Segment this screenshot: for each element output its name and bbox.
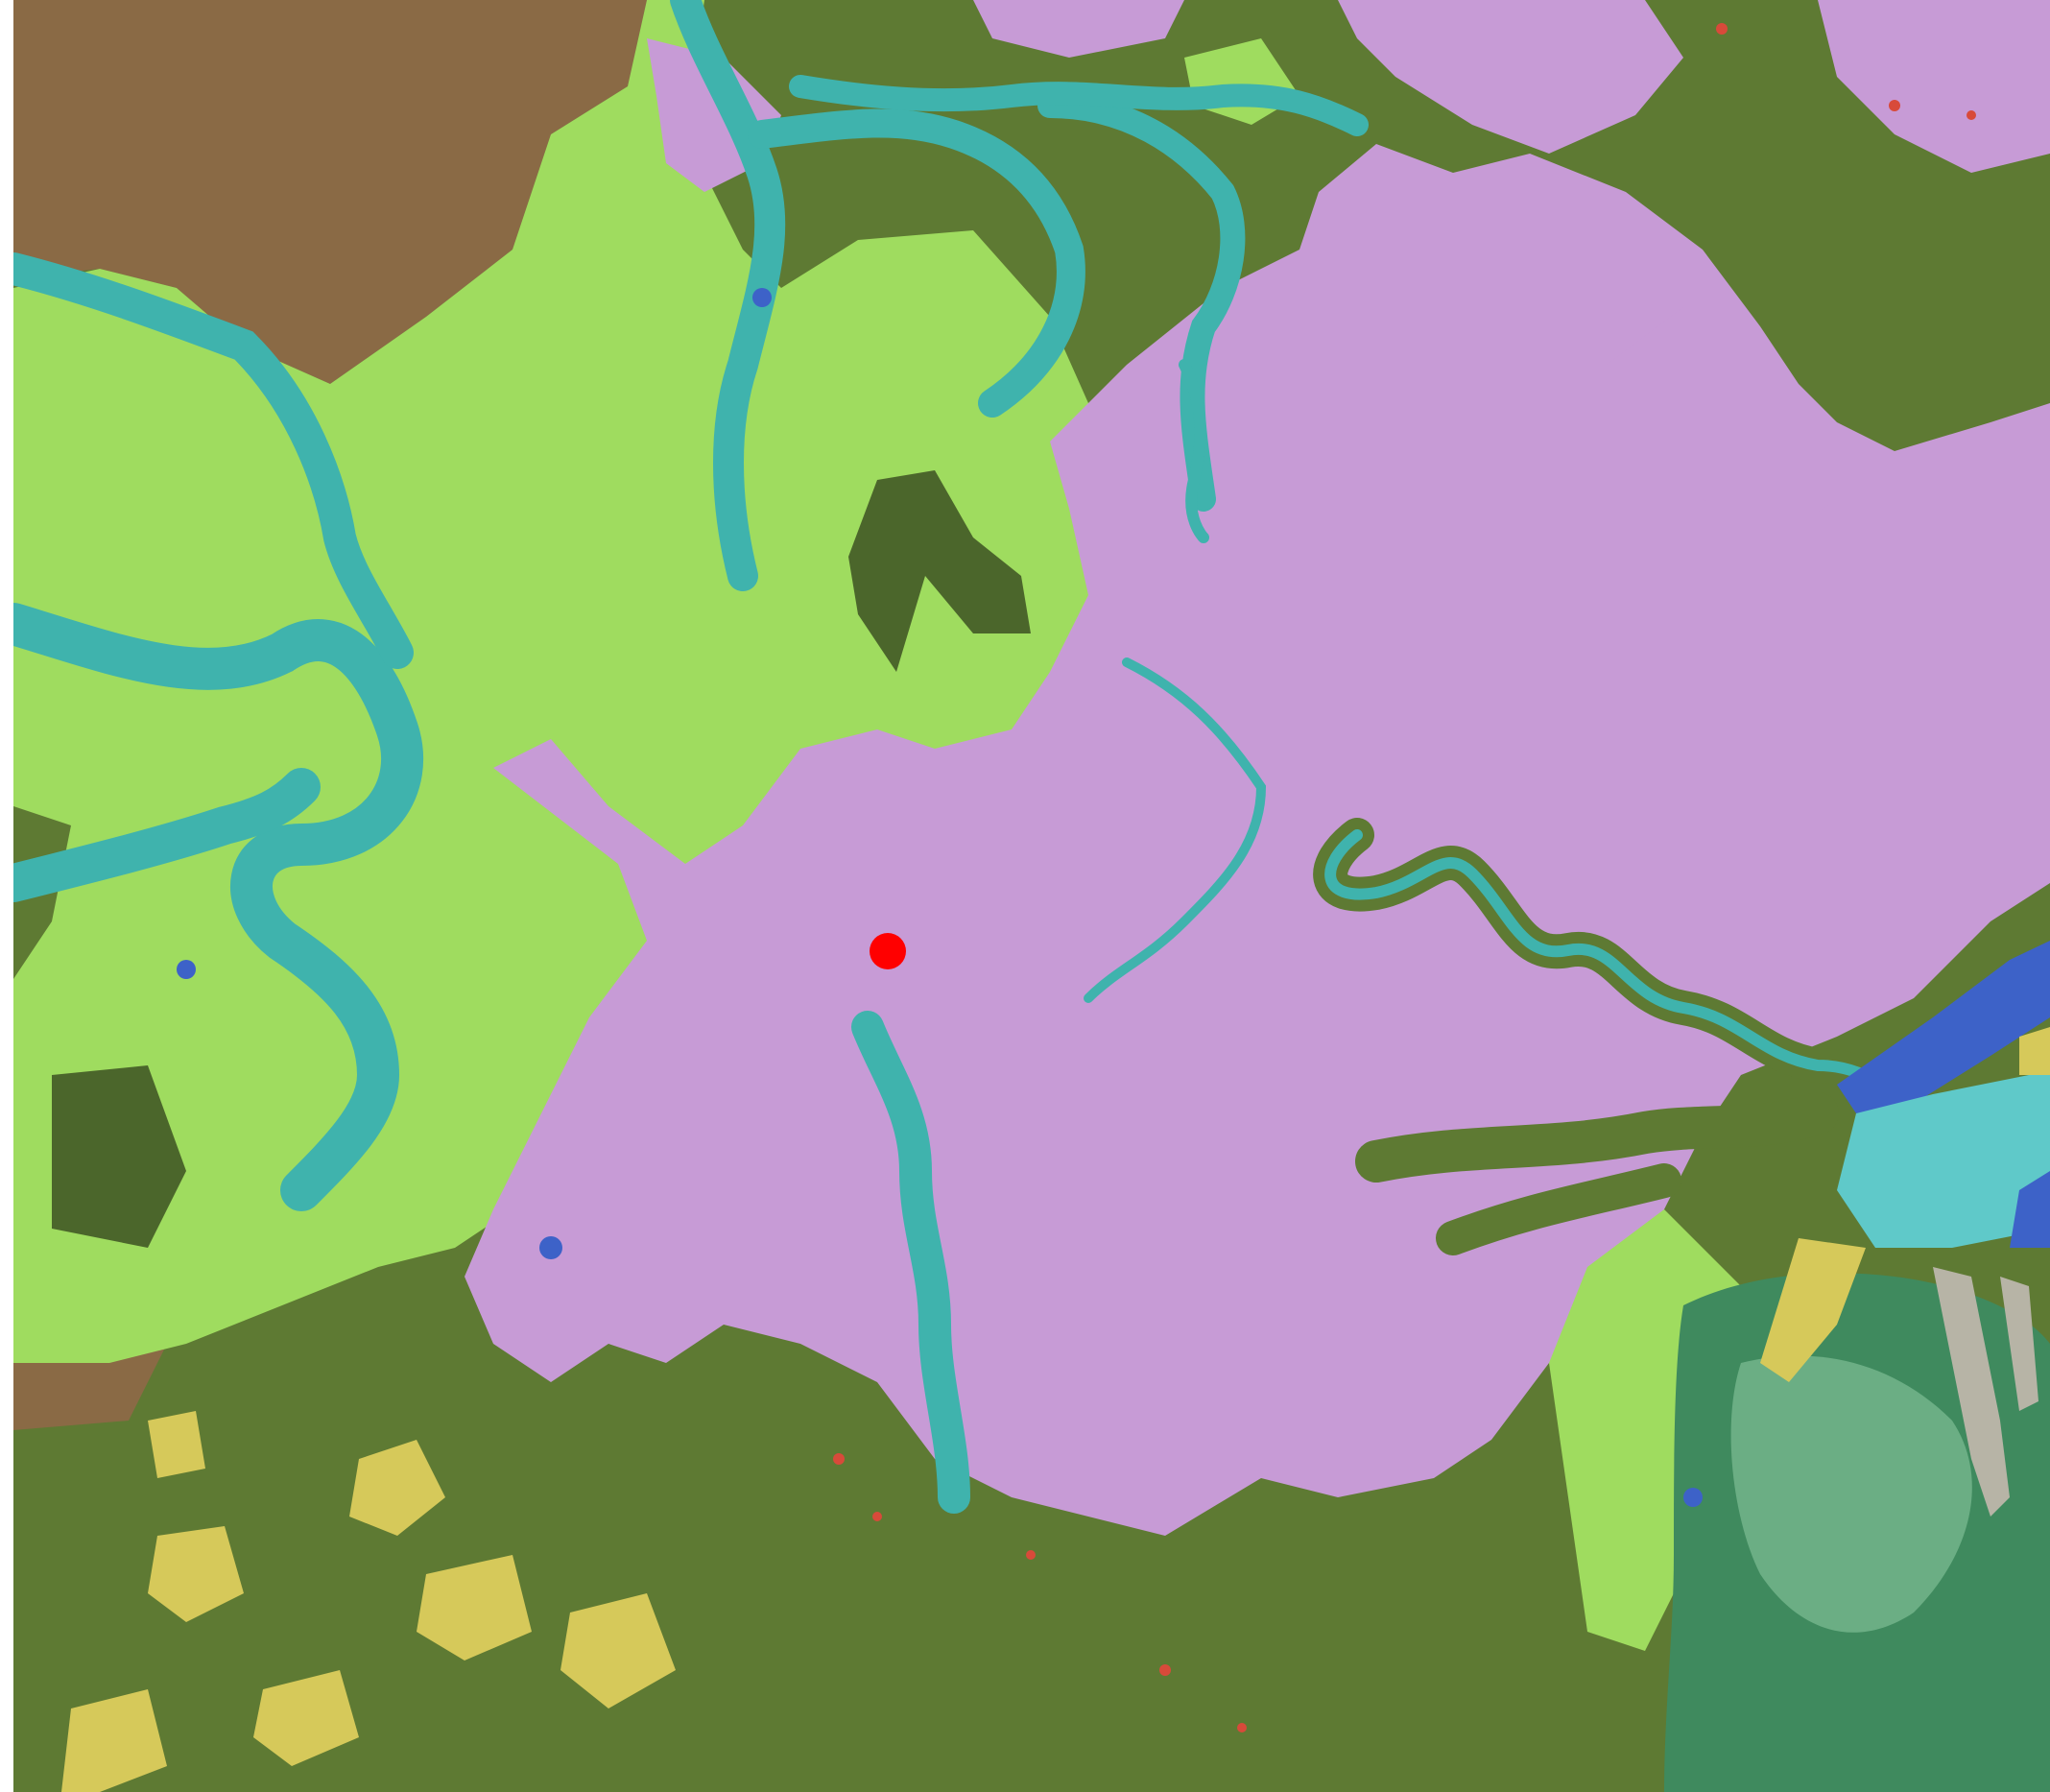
airport-runway-pier: [1933, 1267, 2010, 1517]
urban-area-northeast: [1338, 0, 1683, 154]
airport-runway-pier-2: [2000, 1277, 2038, 1411]
map-canvas[interactable]: [13, 0, 2050, 1792]
blue-wetland-east-2: [2010, 1171, 2050, 1248]
yellow-patch-4: [560, 1593, 676, 1708]
cyan-area-east: [1837, 1075, 2050, 1248]
creek-central-east: [1084, 657, 1267, 1003]
bay-shallow: [1730, 1355, 1972, 1633]
yellow-patch-5: [253, 1670, 359, 1766]
river-north-central: [670, 0, 786, 591]
forest-patch-southwest: [52, 1065, 186, 1248]
forest-branch-southeast-1: [1355, 1092, 1839, 1183]
red-spot-8: [1716, 23, 1728, 35]
red-spot-7: [1967, 110, 1976, 120]
red-spot-3: [1026, 1550, 1036, 1560]
yellow-patch-2: [148, 1526, 244, 1622]
red-spot-6: [1889, 100, 1900, 111]
yellow-patch-7: [148, 1411, 205, 1478]
river-northwest-top: [789, 75, 1369, 136]
red-spot-1: [833, 1453, 845, 1465]
yellow-patch-1: [349, 1440, 445, 1536]
creek-north-east: [1179, 359, 1209, 543]
map-view[interactable]: [13, 0, 2050, 1792]
blue-pond-4: [1683, 1488, 1703, 1507]
urban-area-far-northeast: [1818, 0, 2050, 173]
yellow-beach-southeast: [1760, 1238, 1866, 1382]
red-spot-2: [872, 1512, 882, 1521]
river-west-upper: [13, 252, 414, 669]
river-central-south: [851, 1011, 970, 1514]
yellow-patch-3: [417, 1555, 532, 1661]
river-water-east: [1324, 829, 1958, 1119]
blue-pond-3: [752, 288, 772, 307]
blue-wetland-east: [1837, 941, 2050, 1113]
urban-area-east-lobe: [1607, 307, 1837, 538]
grassland-west: [13, 0, 1165, 1363]
blue-pond-1: [177, 960, 196, 979]
yellow-patch-6: [61, 1689, 167, 1792]
yellow-spot-east: [2019, 1027, 2050, 1075]
blue-pond-2: [539, 1236, 562, 1259]
red-spot-5: [1237, 1723, 1247, 1732]
forest-branch-southeast-2: [1436, 1163, 1681, 1255]
forest-patch-central: [848, 470, 1031, 672]
location-marker[interactable]: [870, 933, 906, 969]
urban-area-top-edge: [973, 0, 1184, 58]
red-spot-4: [1159, 1664, 1171, 1676]
river-north-east-arm: [748, 108, 1085, 418]
river-west-branch: [13, 768, 321, 902]
river-west-main: [13, 603, 423, 1211]
brown-terrain-northwest: [13, 0, 647, 384]
